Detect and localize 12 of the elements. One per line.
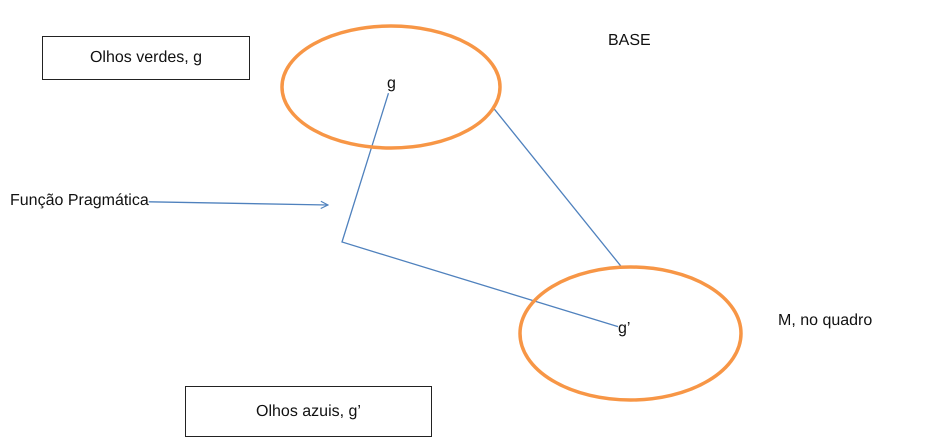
arrow bbox=[148, 200, 329, 210]
text-label: Função Pragmática bbox=[10, 191, 149, 210]
text-label: g bbox=[387, 74, 396, 94]
annotation-label: M, no quadro bbox=[778, 312, 872, 330]
ellipse bbox=[280, 24, 502, 150]
text-box: Olhos azuis, g’ bbox=[185, 386, 432, 437]
ellipse bbox=[518, 265, 743, 402]
text-label: g’ bbox=[618, 319, 630, 338]
connector-line bbox=[492, 108, 622, 268]
annotation-label: BASE bbox=[608, 32, 651, 50]
connector-line bbox=[341, 93, 618, 328]
text-box: Olhos verdes, g bbox=[42, 36, 250, 80]
